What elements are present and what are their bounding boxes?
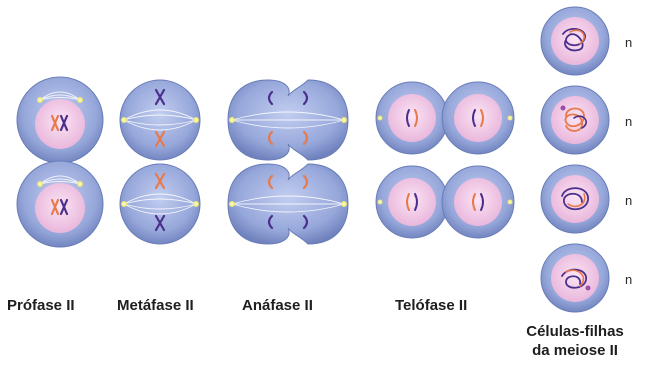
centrosome-icon [37, 97, 43, 103]
label-daughter-line1: Células-filhas [510, 322, 640, 341]
ploidy-label-3: n [625, 193, 632, 208]
ploidy-label-4: n [625, 272, 632, 287]
centrosome-icon [193, 117, 199, 123]
centrosome-icon [121, 117, 127, 123]
centrosome-icon [229, 117, 235, 123]
label-daughter-line2: da meiose II [510, 341, 640, 360]
daughter-cell-1 [541, 7, 609, 75]
centrosome-icon [378, 200, 383, 205]
anaphase-cell-top [228, 80, 348, 160]
prophase-cell-top [17, 77, 103, 163]
label-daughter-cells: Células-filhas da meiose II [510, 322, 640, 360]
centrosome-icon [341, 117, 347, 123]
centrosome-icon [508, 200, 513, 205]
centrosome-icon [341, 201, 347, 207]
label-telophase-ii: Telófase II [395, 297, 467, 314]
nucleus [35, 99, 85, 149]
nucleus [454, 178, 502, 226]
daughter-cell-2 [541, 86, 609, 154]
centrosome-icon [229, 201, 235, 207]
nucleus [551, 96, 599, 144]
nucleus [551, 175, 599, 223]
centrosome-icon [77, 181, 83, 187]
centrosome-icon [121, 201, 127, 207]
daughter-cell-4 [541, 244, 609, 312]
daughter-cell-3 [541, 165, 609, 233]
label-anaphase-ii: Anáfase II [242, 297, 313, 314]
nucleus [388, 178, 436, 226]
ploidy-label-1: n [625, 35, 632, 50]
centrosome-icon [378, 116, 383, 121]
label-metaphase-ii: Metáfase II [117, 297, 194, 314]
nucleus [35, 183, 85, 233]
telophase-cells-top [376, 82, 514, 154]
telophase-cells-bottom [376, 166, 514, 238]
nucleus [388, 94, 436, 142]
nucleus [454, 94, 502, 142]
ploidy-label-2: n [625, 114, 632, 129]
prophase-cell-bottom [17, 161, 103, 247]
anaphase-cell-bottom [228, 164, 348, 244]
centrosome-icon [508, 116, 513, 121]
metaphase-cell-bottom [120, 164, 200, 244]
centrosome-icon [193, 201, 199, 207]
label-prophase-ii: Prófase II [7, 297, 75, 314]
nucleus [551, 17, 599, 65]
nucleus [551, 254, 599, 302]
centrosome-icon [37, 181, 43, 187]
metaphase-cell-top [120, 80, 200, 160]
centrosome-icon [77, 97, 83, 103]
